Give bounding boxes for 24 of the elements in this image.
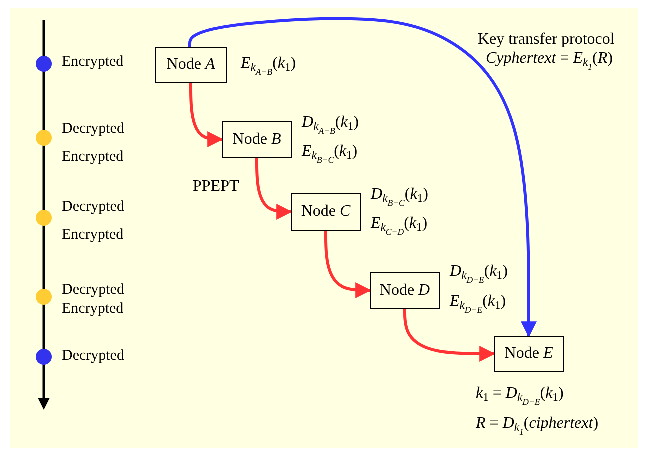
protocol-label: PPEPT xyxy=(193,179,240,195)
node-box xyxy=(155,47,227,83)
state-label: Encrypted xyxy=(62,55,124,70)
state-label: Encrypted xyxy=(62,228,124,243)
arrow xyxy=(324,231,372,298)
arrow xyxy=(404,309,496,362)
arrow xyxy=(256,158,293,220)
state-label: Decrypted xyxy=(62,283,124,298)
node-box xyxy=(291,193,361,231)
node-label: Node D xyxy=(380,282,430,300)
state-label: Encrypted xyxy=(62,302,124,317)
node-box xyxy=(222,121,292,158)
node-box xyxy=(370,272,440,309)
node-label: Node C xyxy=(301,203,351,221)
state-label: Decrypted xyxy=(62,122,124,137)
title-label: Key transfer protocol xyxy=(478,32,615,48)
node-label: Node B xyxy=(232,130,282,148)
state-label: Decrypted xyxy=(62,349,124,364)
state-label: Encrypted xyxy=(62,150,124,165)
arrow xyxy=(190,83,224,148)
node-label: Node A xyxy=(166,56,216,74)
node-box xyxy=(494,336,564,372)
node-label: Node E xyxy=(504,345,554,363)
state-label: Decrypted xyxy=(62,200,124,215)
